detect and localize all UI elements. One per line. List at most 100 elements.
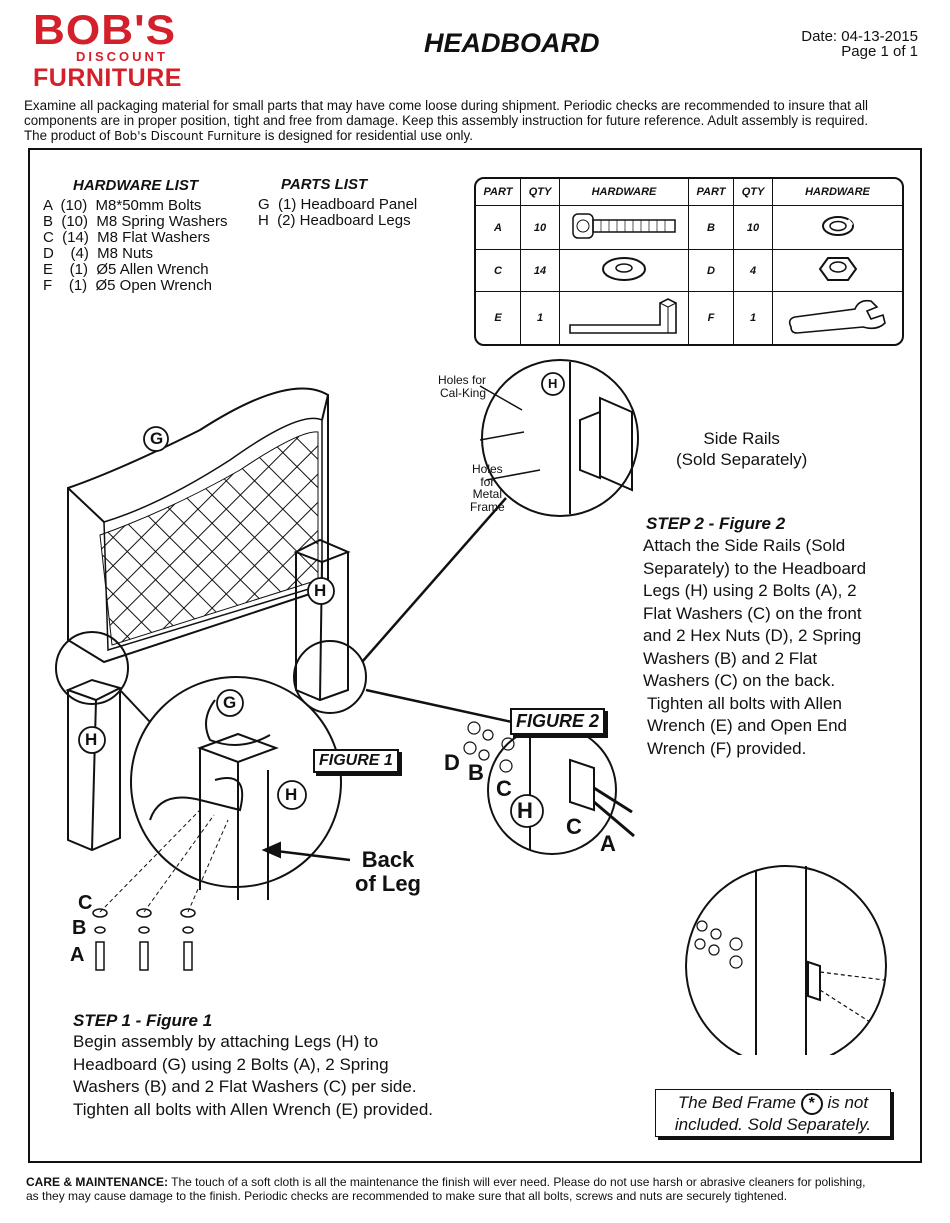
label-g-fig1: G xyxy=(223,693,237,712)
label-c-fig2-front: C xyxy=(566,814,582,839)
label-d-fig2: D xyxy=(444,750,460,775)
step2-line: Washers (B) and 2 Flat xyxy=(643,648,818,668)
step2-line: Wrench (F) provided. xyxy=(647,738,807,758)
back-of-leg-label: Back of Leg xyxy=(355,847,421,896)
intro-prefix: The product of xyxy=(24,128,111,143)
intro-line-2: components are in proper position, tight… xyxy=(24,113,869,128)
hardware-list-title: HARDWARE LIST xyxy=(73,177,198,194)
brand-logo: BOB'S DISCOUNT FURNITURE xyxy=(33,6,183,92)
table-row: C 14 D 4 xyxy=(476,250,902,293)
part-cell: E xyxy=(476,292,521,344)
step1-line: Begin assembly by attaching Legs (H) to xyxy=(73,1032,379,1051)
step1-text: Begin assembly by attaching Legs (H) to … xyxy=(73,1031,433,1121)
label-c-fig2-back: C xyxy=(496,776,512,801)
parts-list: G (1) Headboard Panel H (2) Headboard Le… xyxy=(258,197,417,229)
care-line-2: as they may cause damage to the finish. … xyxy=(26,1188,788,1203)
part-cell: A xyxy=(476,206,521,251)
step1-line: Headboard (G) using 2 Bolts (A), 2 Sprin… xyxy=(73,1054,389,1074)
logo-line-3: FURNITURE xyxy=(33,64,182,92)
label-b-fig2: B xyxy=(468,760,484,785)
step1-line: Tighten all bolts with Allen Wrench (E) … xyxy=(73,1099,434,1119)
intro-line-1: Examine all packaging material for small… xyxy=(24,98,869,113)
parts-item-h: H (2) Headboard Legs xyxy=(258,212,411,229)
col-part: PART xyxy=(689,179,734,206)
step2-title: STEP 2 - Figure 2 xyxy=(646,514,786,533)
intro-brand: Bob's Discount Furniture xyxy=(114,129,262,143)
hardware-item-a: A (10) M8*50mm Bolts xyxy=(43,197,202,214)
table-row: E 1 F 1 xyxy=(476,292,902,344)
step2-line: Flat Washers (C) on the front xyxy=(643,603,862,623)
flat-washer-icon xyxy=(560,250,689,293)
label-h-detail: H xyxy=(548,376,558,391)
figure-1-label: FIGURE 1 xyxy=(313,749,399,773)
step2-line: Tighten all bolts with Allen xyxy=(647,693,842,713)
care-line-1: CARE & MAINTENANCE: The touch of a soft … xyxy=(26,1175,926,1190)
open-wrench-icon xyxy=(773,292,902,344)
hardware-item-b: B (10) M8 Spring Washers xyxy=(43,213,228,230)
care-text-1: The touch of a soft cloth is all the mai… xyxy=(171,1175,866,1189)
hardware-list: A (10) M8*50mm Bolts B (10) M8 Spring Wa… xyxy=(43,198,228,294)
parts-list-title: PARTS LIST xyxy=(281,176,368,193)
care-maintenance: CARE & MAINTENANCE: The touch of a soft … xyxy=(26,1175,926,1203)
side-rails-label: Side Rails (Sold Separately) xyxy=(676,429,808,469)
step1-title: STEP 1 - Figure 1 xyxy=(73,1011,213,1030)
part-cell: B xyxy=(689,206,734,251)
label-h-leg-left: H xyxy=(85,730,98,749)
qty-cell: 1 xyxy=(521,292,560,344)
qty-cell: 10 xyxy=(521,206,560,251)
intro-line-3: The product of Bob's Discount Furniture … xyxy=(24,128,929,144)
qty-cell: 14 xyxy=(521,250,560,293)
parts-item-g: G (1) Headboard Panel xyxy=(258,196,418,213)
intro-suffix: is designed for residential use only. xyxy=(264,128,473,143)
holes-metal-frame-label: Holes for Metal Frame xyxy=(470,462,505,514)
bed-frame-note: The Bed Frame * is not included. Sold Se… xyxy=(655,1089,891,1137)
label-c-fig1: C xyxy=(78,892,93,914)
hardware-item-e: E (1) Ø5 Allen Wrench xyxy=(43,261,209,278)
table-row: A 10 B 10 xyxy=(476,206,902,251)
date-text: Date: 04-13-2015 xyxy=(801,28,918,45)
qty-cell: 1 xyxy=(734,292,773,344)
label-b-fig1: B xyxy=(72,917,87,939)
hardware-item-d: D (4) M8 Nuts xyxy=(43,245,154,262)
col-hardware: HARDWARE xyxy=(773,179,902,206)
hex-nut-icon xyxy=(773,250,902,293)
allen-wrench-icon xyxy=(560,292,689,344)
logo-line-1: BOB'S xyxy=(33,6,177,53)
figure-2-label: FIGURE 2 xyxy=(510,708,606,735)
page-title: HEADBOARD xyxy=(424,28,600,58)
step2-line: Wrench (E) and Open End xyxy=(647,716,848,735)
bolt-icon xyxy=(560,206,689,251)
spring-washer-icon xyxy=(773,206,902,251)
label-a-fig1: A xyxy=(70,944,85,966)
care-label: CARE & MAINTENANCE: xyxy=(26,1175,168,1189)
hardware-table: PART QTY HARDWARE PART QTY HARDWARE A 10… xyxy=(474,177,904,346)
page-number: Page 1 of 1 xyxy=(841,43,918,60)
step2-line: Legs (H) using 2 Bolts (A), 2 xyxy=(643,581,857,600)
bed-frame-note-text: is not xyxy=(827,1093,869,1112)
bed-frame-note-line-2: included. Sold Separately. xyxy=(674,1115,872,1134)
step2-line: Separately) to the Headboard xyxy=(643,558,867,578)
step2-text: Attach the Side Rails (Sold Separately) … xyxy=(643,535,866,760)
label-g-panel: G xyxy=(150,429,164,448)
step2-line: and 2 Hex Nuts (D), 2 Spring xyxy=(643,626,862,645)
col-part: PART xyxy=(476,179,521,206)
step1-line: Washers (B) and 2 Flat Washers (C) per s… xyxy=(73,1077,417,1096)
assembly-diagram xyxy=(55,359,887,1055)
content-frame xyxy=(28,148,922,1163)
hardware-item-c: C (14) M8 Flat Washers xyxy=(43,229,210,246)
part-cell: C xyxy=(476,250,521,293)
hardware-item-f: F (1) Ø5 Open Wrench xyxy=(43,277,212,294)
asterisk-symbol-icon: * xyxy=(800,1093,823,1115)
label-h-fig1: H xyxy=(285,785,298,804)
col-qty: QTY xyxy=(521,179,560,206)
part-cell: D xyxy=(689,250,734,293)
label-h-fig2: H xyxy=(517,798,533,823)
holes-cal-king-label: Holes for Cal-King xyxy=(438,373,487,400)
bed-frame-note-line-1: The Bed Frame * is not xyxy=(656,1093,890,1115)
intro-text: Examine all packaging material for small… xyxy=(24,98,929,144)
part-cell: F xyxy=(689,292,734,344)
step2-line: Attach the Side Rails (Sold xyxy=(643,536,846,555)
col-qty: QTY xyxy=(734,179,773,206)
qty-cell: 4 xyxy=(734,250,773,293)
logo-line-2: DISCOUNT xyxy=(76,49,168,64)
